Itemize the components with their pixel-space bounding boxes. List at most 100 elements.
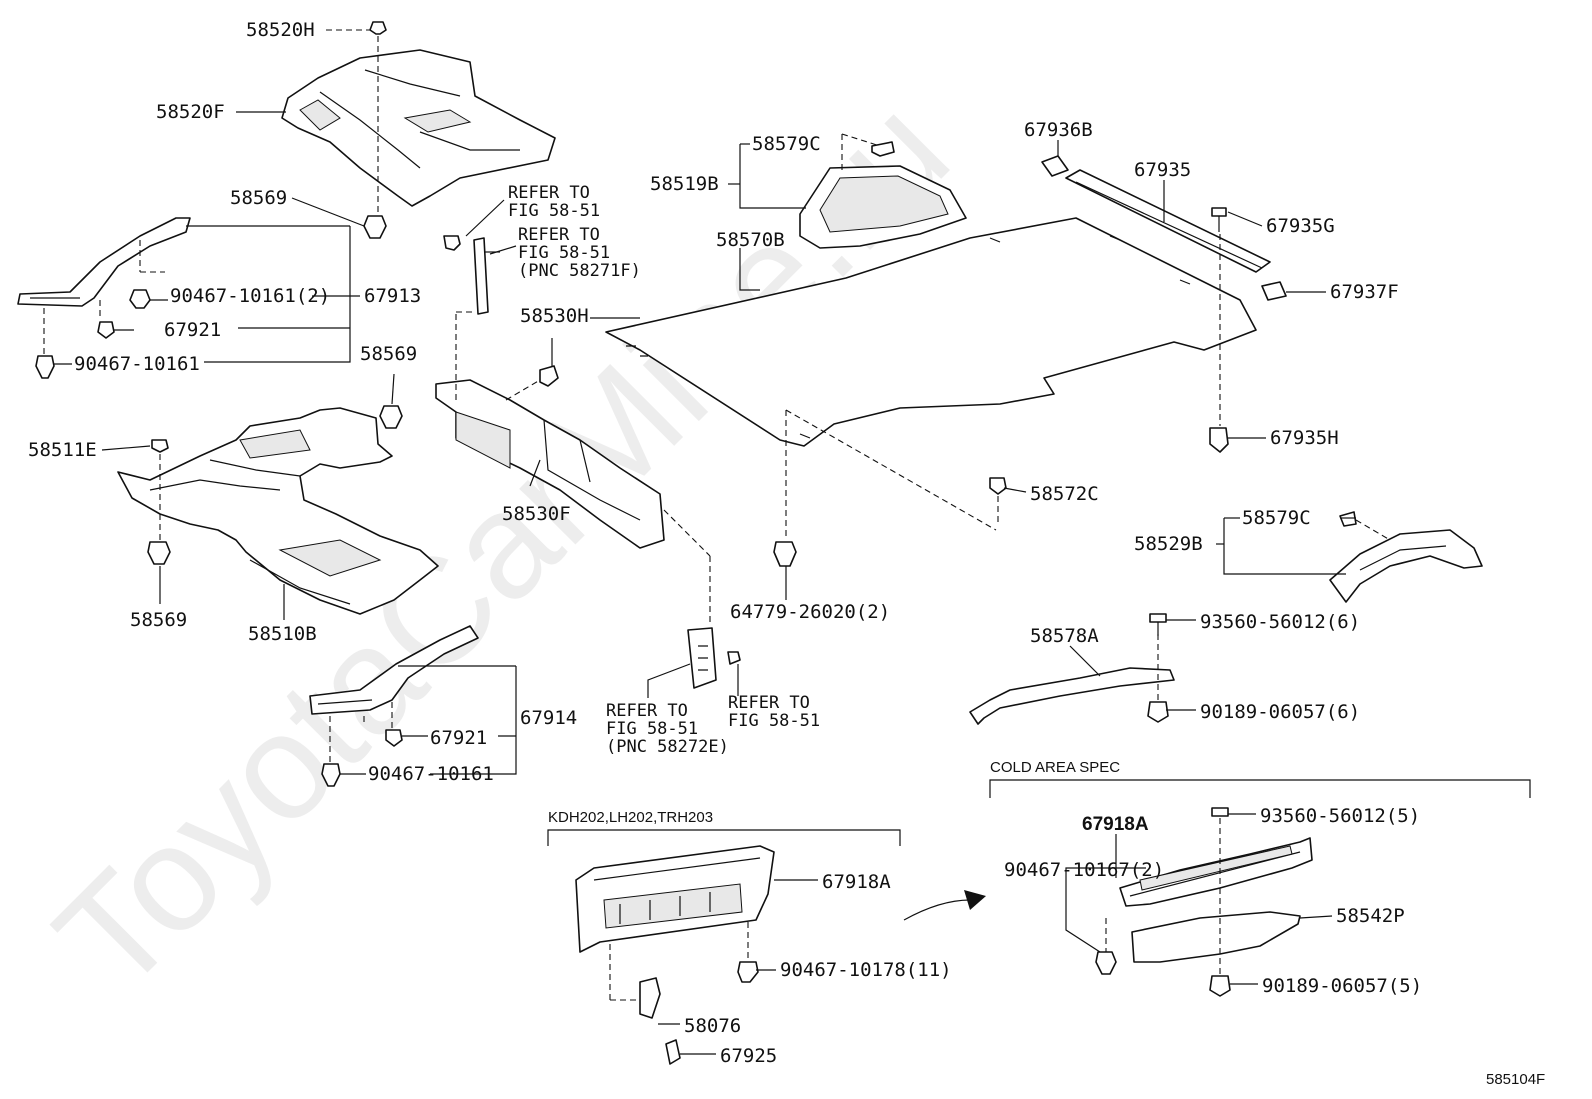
part-67914-scuff-plate [309, 625, 479, 764]
clip-90467-10161-a [35, 355, 55, 379]
label-58076[interactable]: 58076 [684, 1015, 741, 1037]
label-58519B[interactable]: 58519B [650, 173, 719, 195]
label-93560-56012-5[interactable]: 93560-56012(5) [1260, 805, 1420, 827]
label-58569-b[interactable]: 58569 [360, 343, 417, 365]
bracket-58272E [687, 627, 741, 689]
label-58511E[interactable]: 58511E [28, 439, 97, 461]
part-67913-scuff-plate [17, 217, 191, 355]
label-64779-26020-2[interactable]: 64779-26020(2) [730, 601, 890, 623]
part-58510B-carpet [117, 407, 439, 615]
refer-note-3-line3: (PNC 58272E) [606, 737, 729, 757]
refer-notes: REFER TO FIG 58-51 REFER TO FIG 58-51 (P… [508, 183, 820, 757]
clip-58569-mid [379, 405, 403, 429]
label-67935[interactable]: 67935 [1134, 159, 1191, 181]
part-58578A-strip [969, 634, 1175, 725]
clip-64779-26020 [773, 409, 997, 567]
label-90467-10161-a[interactable]: 90467-10161 [74, 353, 200, 375]
clip-90467-10167-2 [1095, 918, 1117, 975]
clip-58569-left [147, 541, 171, 565]
clip-67921-b [385, 729, 403, 747]
model-group-title: KDH202,LH202,TRH203 [548, 809, 713, 826]
arrow-to-cold-area [903, 890, 986, 921]
group-bracket-cold-area [989, 779, 1531, 798]
clip-67921-a [97, 321, 115, 339]
label-67913[interactable]: 67913 [364, 285, 421, 307]
part-labels: 58520H 58520F 58569 67913 90467-10161(2)… [28, 19, 1422, 1067]
clip-90467-10161-2 [129, 289, 151, 309]
label-67935H[interactable]: 67935H [1270, 427, 1339, 449]
label-58579C-a[interactable]: 58579C [752, 133, 821, 155]
clip-67936B [1041, 155, 1069, 177]
clip-58572C [989, 477, 1007, 526]
label-93560-56012-6[interactable]: 93560-56012(6) [1200, 611, 1360, 633]
part-58520F-carpet [281, 49, 556, 207]
clip-58511E [151, 439, 169, 540]
clip-58579C-right [1339, 511, 1391, 541]
label-67937F[interactable]: 67937F [1330, 281, 1399, 303]
label-90189-06057-5[interactable]: 90189-06057(5) [1262, 975, 1422, 997]
label-58520H[interactable]: 58520H [246, 19, 315, 41]
clip-67937F [1261, 281, 1287, 301]
refer-note-3-line2: FIG 58-51 [606, 719, 698, 739]
label-58530H[interactable]: 58530H [520, 305, 589, 327]
bolt-67935G [1211, 207, 1227, 232]
part-58529B-cover [1329, 529, 1483, 603]
part-58530F-tunnel [435, 311, 711, 624]
group-bracket-kdh202 [547, 829, 901, 846]
part-67918A-cold [1119, 837, 1313, 907]
label-58578A[interactable]: 58578A [1030, 625, 1099, 647]
label-58542P[interactable]: 58542P [1336, 905, 1405, 927]
clip-58569-top [363, 215, 387, 239]
clip-90467-10178 [737, 961, 759, 983]
clip-58579C-top [841, 133, 895, 174]
label-58572C[interactable]: 58572C [1030, 483, 1099, 505]
label-58579C-b[interactable]: 58579C [1242, 507, 1311, 529]
refer-note-4-line1: REFER TO [728, 693, 810, 713]
clip-58076 [639, 977, 661, 1019]
clip-90467-10161-b [321, 763, 341, 787]
cold-area-group-title: COLD AREA SPEC [990, 759, 1120, 776]
refer-note-1-line2: FIG 58-51 [508, 201, 600, 221]
refer-note-2-line1: REFER TO [518, 225, 600, 245]
label-90467-10167-2[interactable]: 90467-10167(2) [1004, 859, 1164, 881]
label-67914[interactable]: 67914 [520, 707, 577, 729]
refer-note-2-line3: (PNC 58271F) [518, 261, 641, 281]
clip-67935H [1209, 427, 1229, 453]
diagram-code: 585104F [1486, 1071, 1545, 1088]
label-67921-b[interactable]: 67921 [430, 727, 487, 749]
label-90189-06057-6[interactable]: 90189-06057(6) [1200, 701, 1360, 723]
label-90467-10178-11[interactable]: 90467-10178(11) [780, 959, 952, 981]
refer-note-4-line2: FIG 58-51 [728, 711, 820, 731]
label-67918A-b[interactable]: 67918A [1082, 814, 1149, 835]
label-58510B[interactable]: 58510B [248, 623, 317, 645]
label-90467-10161-2[interactable]: 90467-10161(2) [170, 285, 330, 307]
label-90467-10161-b[interactable]: 90467-10161 [368, 763, 494, 785]
label-67918A-a[interactable]: 67918A [822, 871, 891, 893]
leader-lines [54, 29, 1356, 1055]
label-67925[interactable]: 67925 [720, 1045, 777, 1067]
label-58570B[interactable]: 58570B [716, 229, 785, 251]
part-67935-rail [1065, 169, 1271, 426]
clip-58530H [539, 338, 559, 387]
nut-90189-06057-5 [1209, 975, 1231, 997]
clip-67925 [665, 1039, 681, 1065]
bracket-58271F [473, 237, 500, 315]
refer-note-1-line1: REFER TO [508, 183, 590, 203]
label-58569-a[interactable]: 58569 [230, 187, 287, 209]
refer-note-2-line2: FIG 58-51 [518, 243, 610, 263]
label-58569-c[interactable]: 58569 [130, 609, 187, 631]
label-58520F[interactable]: 58520F [156, 101, 225, 123]
label-67921-a[interactable]: 67921 [164, 319, 221, 341]
refer-note-3-line1: REFER TO [606, 701, 688, 721]
part-58570B-deck-board [605, 217, 1257, 447]
nut-90189-06057-6 [1147, 701, 1169, 723]
label-58529B[interactable]: 58529B [1134, 533, 1203, 555]
bolt-93560-56012-6 [1149, 613, 1167, 636]
part-58519B-cover [799, 165, 967, 249]
bolt-93560-56012-5 [1211, 807, 1229, 976]
label-67936B[interactable]: 67936B [1024, 119, 1093, 141]
label-58530F[interactable]: 58530F [502, 503, 571, 525]
label-67935G[interactable]: 67935G [1266, 215, 1335, 237]
